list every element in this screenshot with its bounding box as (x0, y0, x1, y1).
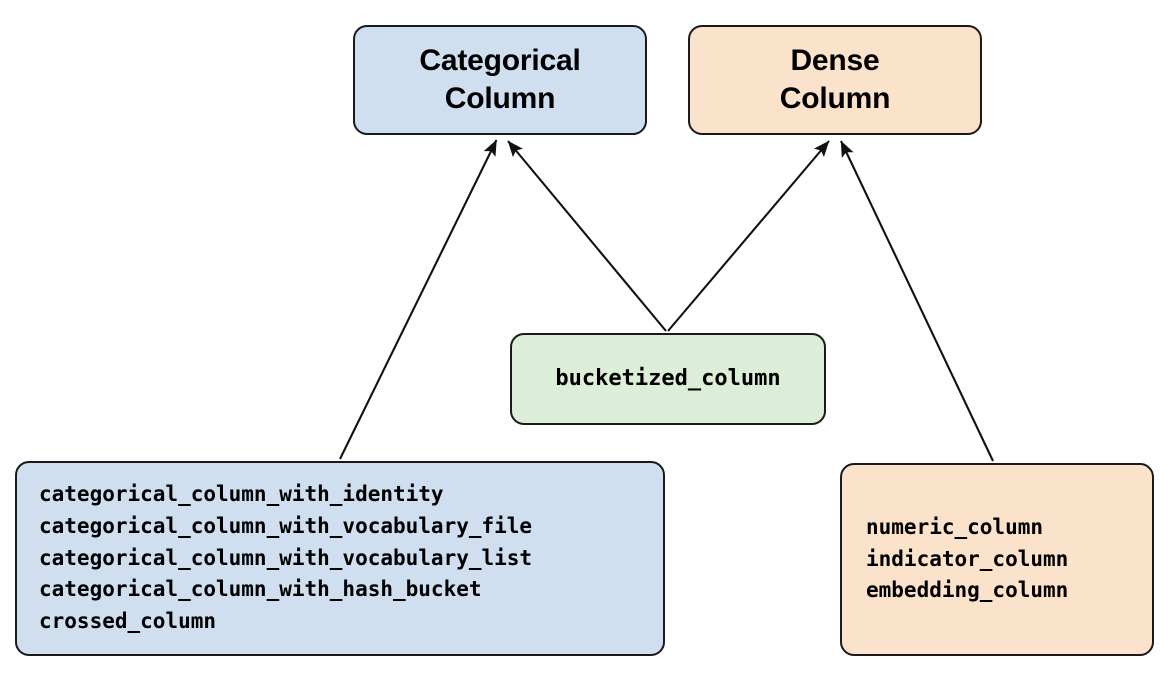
list-item: categorical_column_with_vocabulary_file (39, 513, 533, 538)
list-item: categorical_column_with_identity (39, 481, 444, 506)
node-categorical-functions[interactable]: categorical_column_with_identity categor… (15, 461, 665, 656)
node-categorical-column-label-line-2: Column (444, 82, 556, 115)
list-item: indicator_column (866, 546, 1069, 571)
node-dense-column-label-line-1: Dense (790, 43, 880, 77)
node-dense-column-label-line-2: Column (779, 82, 891, 115)
edge-categorical-functions-to-categorical-column (339, 139, 498, 460)
node-bucketized-column-label: bucketized_column (555, 366, 781, 392)
node-dense-column[interactable]: Dense Column (688, 25, 982, 135)
edge-bucketized-to-categorical-column (507, 140, 667, 332)
list-item: categorical_column_with_vocabulary_list (39, 545, 533, 570)
node-bucketized-column[interactable]: bucketized_column (510, 333, 826, 425)
list-item: embedding_column (866, 578, 1069, 603)
list-item: crossed_column (39, 609, 217, 634)
node-categorical-column[interactable]: Categorical Column (353, 25, 647, 135)
edge-dense-functions-to-dense-column (840, 140, 994, 462)
node-categorical-column-label-line-1: Categorical (419, 43, 581, 77)
list-item: numeric_column (866, 514, 1044, 539)
node-dense-functions[interactable]: numeric_column indicator_column embeddin… (840, 463, 1154, 656)
edge-bucketized-to-dense-column (667, 140, 830, 332)
list-item: categorical_column_with_hash_bucket (39, 577, 482, 602)
